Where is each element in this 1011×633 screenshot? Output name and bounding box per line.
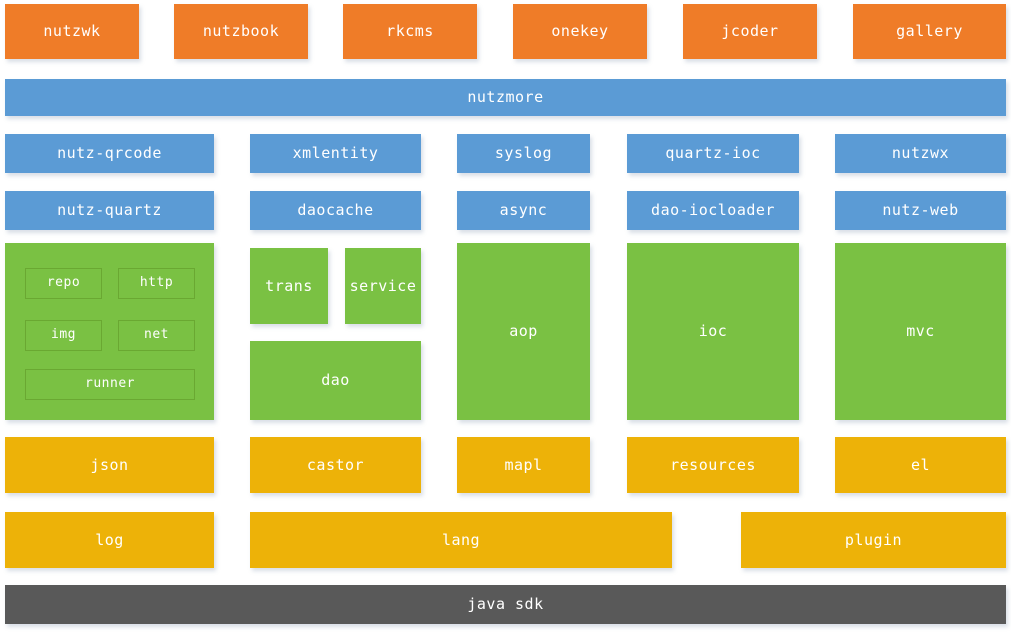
foundation-box-log[interactable]: log (5, 512, 214, 568)
ext-box-xmlentity[interactable]: xmlentity (250, 134, 421, 173)
foundation-box-mapl[interactable]: mapl (457, 437, 590, 493)
box-label: xmlentity (292, 144, 379, 163)
foundation-box-el[interactable]: el (835, 437, 1006, 493)
box-label: lang (441, 530, 481, 549)
box-label: plugin (844, 530, 903, 549)
core-group-0-sub-runner[interactable]: runner (25, 369, 195, 400)
box-label: nutz-quartz (57, 201, 162, 220)
nutzmore-bar-nutzmore[interactable]: nutzmore (5, 79, 1006, 116)
ext-box-async[interactable]: async (457, 191, 590, 230)
app-box-nutzwk[interactable]: nutzwk (5, 4, 139, 59)
sub-box-label: img (51, 327, 76, 343)
box-label: nutz-qrcode (57, 144, 162, 163)
box-label: el (910, 455, 931, 474)
core-box-ioc[interactable]: ioc (627, 243, 799, 420)
box-label: service (349, 276, 417, 295)
foundation-box-castor[interactable]: castor (250, 437, 421, 493)
box-label: onekey (551, 22, 609, 41)
box-label: resources (670, 455, 756, 474)
ext-box-nutzwx[interactable]: nutzwx (835, 134, 1006, 173)
box-label: json (90, 455, 129, 474)
ext-box-nutz-web[interactable]: nutz-web (835, 191, 1006, 230)
app-box-nutzbook[interactable]: nutzbook (174, 4, 308, 59)
box-label: mapl (504, 455, 543, 474)
box-label: quartz-ioc (665, 144, 761, 163)
app-box-rkcms[interactable]: rkcms (343, 4, 477, 59)
sub-box-label: http (139, 275, 174, 291)
ext-box-syslog[interactable]: syslog (457, 134, 590, 173)
sub-box-label: repo (46, 275, 81, 291)
app-box-onekey[interactable]: onekey (513, 4, 647, 59)
platform-bar-java-sdk[interactable]: java sdk (5, 585, 1006, 624)
ext-box-dao-iocloader[interactable]: dao-iocloader (627, 191, 799, 230)
app-box-gallery[interactable]: gallery (853, 4, 1006, 59)
box-label: ioc (698, 322, 728, 341)
foundation-box-json[interactable]: json (5, 437, 214, 493)
box-label: nutzwk (43, 22, 101, 41)
box-label: syslog (494, 144, 553, 163)
core-box-aop[interactable]: aop (457, 243, 590, 420)
core-group-0-sub-img[interactable]: img (25, 320, 102, 351)
foundation-box-resources[interactable]: resources (627, 437, 799, 493)
core-group-0[interactable]: repo http img net runner (5, 243, 214, 420)
ext-box-nutz-qrcode[interactable]: nutz-qrcode (5, 134, 214, 173)
core-group-0-sub-http[interactable]: http (118, 268, 195, 299)
app-box-jcoder[interactable]: jcoder (683, 4, 817, 59)
box-label: aop (509, 322, 538, 341)
sub-box-label: runner (85, 376, 135, 392)
box-label: nutzbook (202, 22, 280, 41)
core-group-0-sub-net[interactable]: net (118, 320, 195, 351)
core-box-trans[interactable]: trans (250, 248, 328, 324)
box-label: async (499, 201, 548, 220)
foundation-box-lang[interactable]: lang (250, 512, 672, 568)
box-label: jcoder (721, 22, 779, 41)
sub-box-label: net (144, 327, 169, 343)
box-label: daocache (297, 201, 374, 220)
core-box-service[interactable]: service (345, 248, 421, 324)
foundation-box-plugin[interactable]: plugin (741, 512, 1006, 568)
core-box-dao[interactable]: dao (250, 341, 421, 420)
box-label: trans (265, 276, 313, 295)
core-group-0-sub-repo[interactable]: repo (25, 268, 102, 299)
box-label: mvc (906, 322, 935, 341)
box-label: nutzwx (891, 144, 950, 163)
box-label: nutzmore (467, 88, 544, 107)
box-label: log (95, 530, 124, 549)
ext-box-daocache[interactable]: daocache (250, 191, 421, 230)
box-label: rkcms (386, 22, 434, 41)
box-label: dao-iocloader (651, 201, 775, 220)
ext-box-quartz-ioc[interactable]: quartz-ioc (627, 134, 799, 173)
box-label: dao (321, 371, 350, 390)
core-box-mvc[interactable]: mvc (835, 243, 1006, 420)
box-label: castor (306, 455, 365, 474)
box-label: gallery (896, 22, 963, 41)
ext-box-nutz-quartz[interactable]: nutz-quartz (5, 191, 214, 230)
box-label: nutz-web (882, 201, 959, 220)
box-label: java sdk (467, 595, 544, 614)
